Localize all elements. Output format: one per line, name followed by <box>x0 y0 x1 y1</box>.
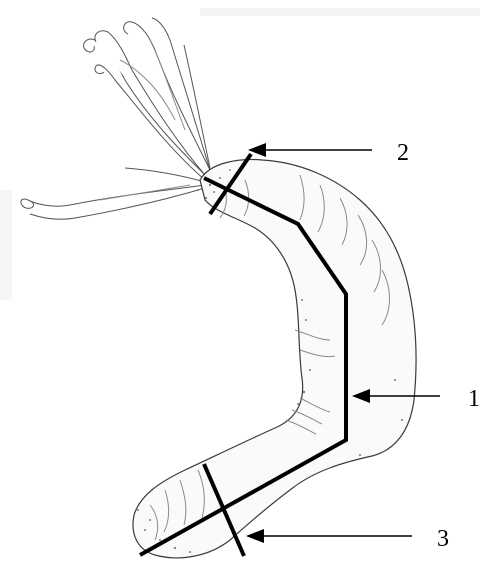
scan-artifact <box>200 8 480 16</box>
callout-label-3: 3 <box>437 526 449 552</box>
callout-label-2: 2 <box>397 140 409 166</box>
scan-artifact-left <box>0 190 12 300</box>
head-plume <box>21 18 210 219</box>
worm-body <box>133 160 416 558</box>
arrow-3-icon <box>246 529 264 543</box>
callout-label-1: 1 <box>468 386 480 412</box>
